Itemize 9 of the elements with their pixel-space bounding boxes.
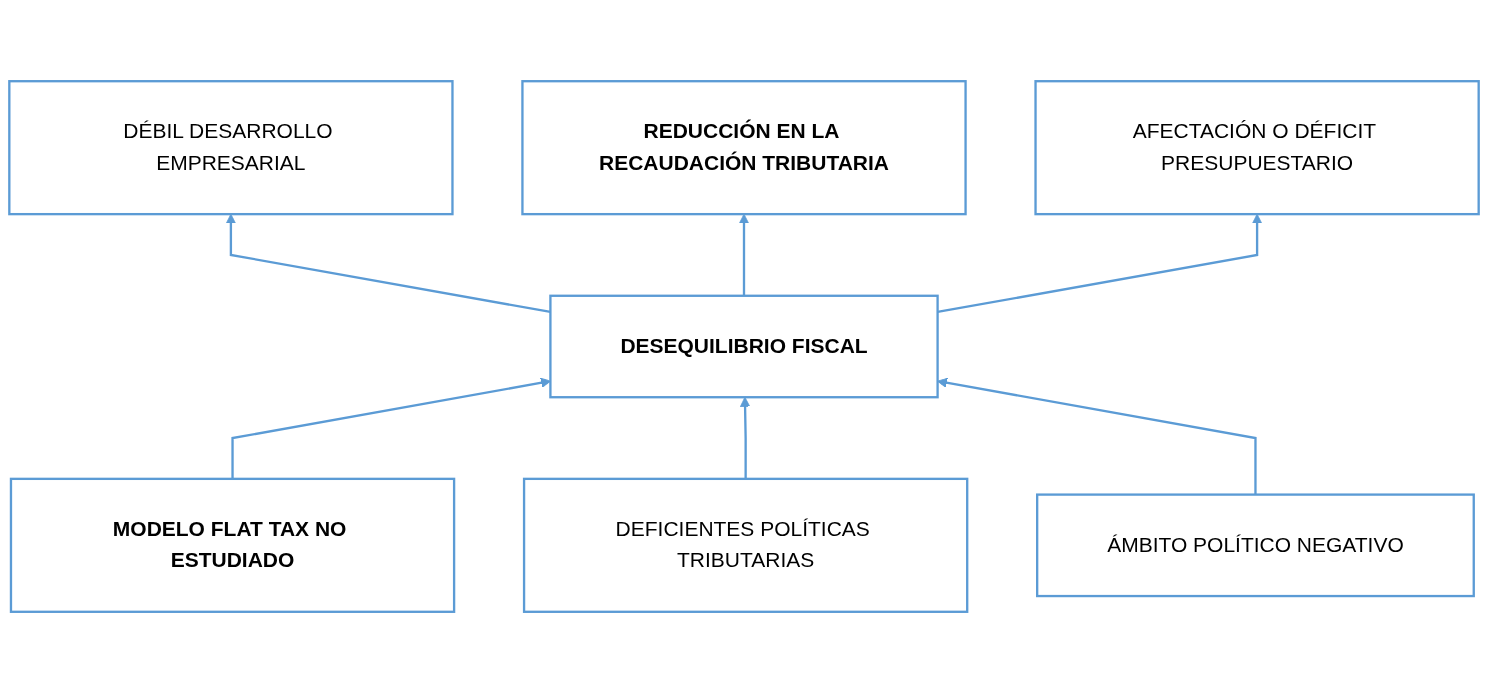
node-box: DÉBIL DESARROLLO EMPRESARIAL [8, 80, 454, 216]
node-box: ÁMBITO POLÍTICO NEGATIVO [1036, 493, 1475, 598]
node-box: MODELO FLAT TAX NO ESTUDIADO [9, 477, 456, 613]
node-box: AFECTACIÓN O DÉFICIT PRESUPUESTARIO [1034, 80, 1480, 216]
arrow [231, 377, 551, 479]
node-box: DEFICIENTES POLÍTICAS TRIBUTARIAS [522, 477, 969, 613]
arrow [937, 377, 1257, 495]
node-box: REDUCCIÓN EN LA RECAUDACIÓN TRIBUTARIA [521, 80, 967, 216]
node-box: DESEQUILIBRIO FISCAL [549, 294, 939, 399]
